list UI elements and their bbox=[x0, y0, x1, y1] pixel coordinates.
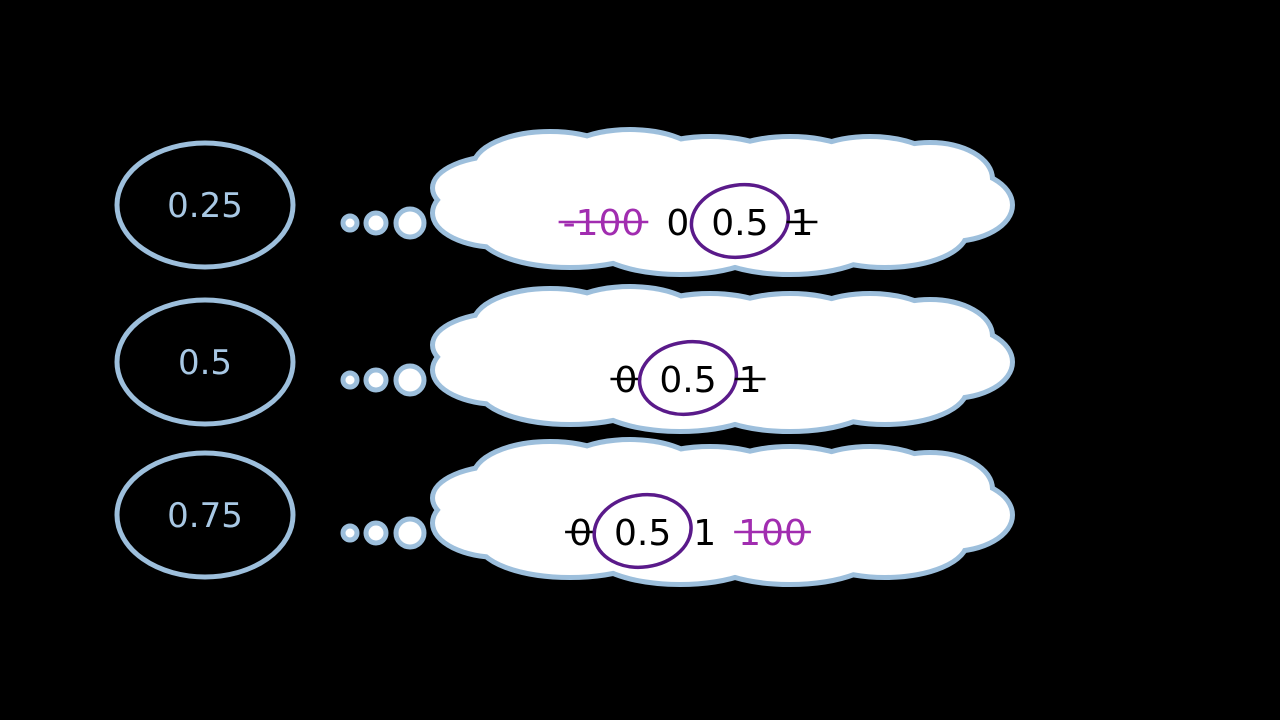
token-text: 0 bbox=[666, 203, 689, 244]
token-text: 0.5 bbox=[614, 513, 671, 554]
value-oval bbox=[114, 297, 296, 427]
token-group: -100 0 0.5 1 bbox=[558, 182, 818, 260]
thought-bubble-dot bbox=[340, 213, 360, 233]
token-text: 100 bbox=[738, 513, 807, 554]
thought-bubble-dot bbox=[393, 516, 427, 550]
oval-label: 0.25 bbox=[167, 186, 243, 226]
value-oval bbox=[114, 140, 296, 270]
token-text: 0.5 bbox=[711, 203, 768, 244]
token-group: 0 0.5 1 100 bbox=[565, 492, 811, 570]
thought-bubble-dot bbox=[340, 523, 360, 543]
thought-bubble-dot bbox=[363, 210, 389, 236]
thought-cloud bbox=[435, 289, 1010, 429]
thought-cloud bbox=[435, 442, 1010, 582]
selection-circle bbox=[637, 339, 739, 417]
thought-bubble-dot bbox=[340, 370, 360, 390]
thought-cloud bbox=[435, 132, 1010, 272]
token-text: 1 bbox=[739, 360, 762, 401]
diagram-row: 0.75 0 0.5 1 100 bbox=[114, 442, 1010, 582]
token-text: 0 bbox=[569, 513, 592, 554]
token-text: 0.5 bbox=[659, 360, 716, 401]
oval-label: 0.5 bbox=[178, 343, 232, 383]
value-oval bbox=[114, 450, 296, 580]
thought-bubble-dot bbox=[393, 206, 427, 240]
thought-bubble-dot bbox=[363, 520, 389, 546]
thought-bubble-dot bbox=[393, 363, 427, 397]
thought-bubble-dot bbox=[363, 367, 389, 393]
token-text: 1 bbox=[790, 203, 813, 244]
selection-circle bbox=[592, 492, 693, 570]
token-text: 1 bbox=[693, 513, 716, 554]
oval-label: 0.75 bbox=[167, 496, 243, 536]
selection-circle bbox=[689, 182, 791, 260]
token-text: -100 bbox=[563, 203, 645, 244]
diagram-row: 0.25 -100 0 0.5 1 bbox=[114, 132, 1010, 272]
token-text: 0 bbox=[614, 360, 637, 401]
